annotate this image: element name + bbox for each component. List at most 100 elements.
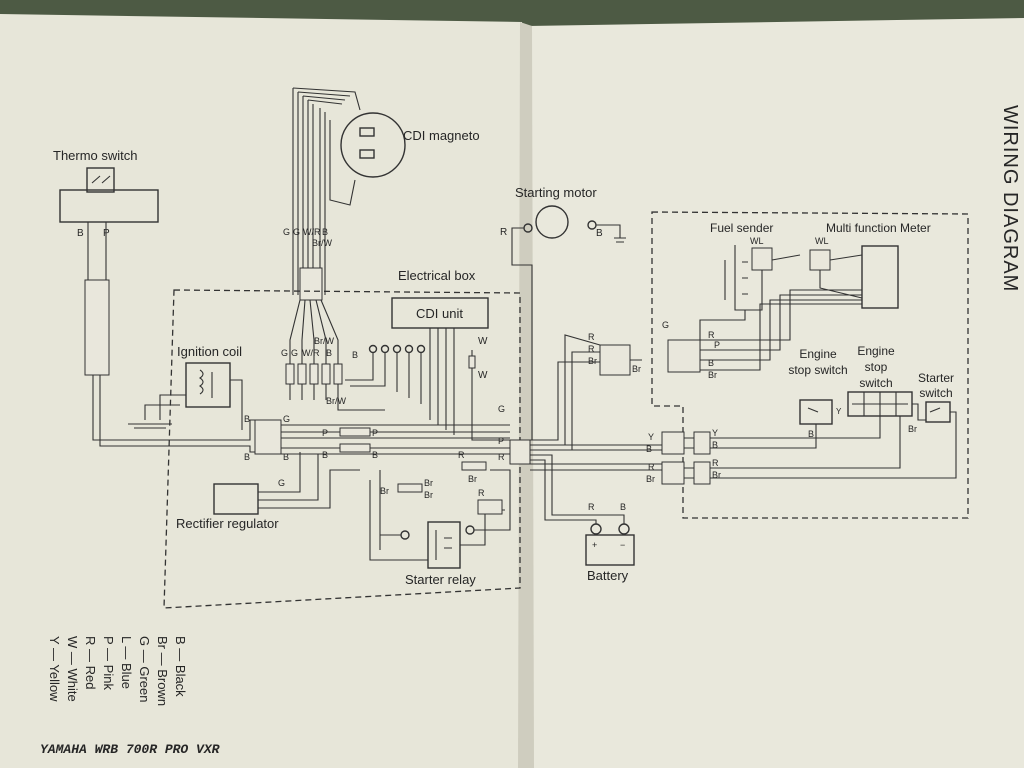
- battery: + − Battery R B: [530, 454, 635, 583]
- wire-label-b-cdi: B: [352, 350, 358, 360]
- wire-label-r-cc1: R: [588, 332, 595, 342]
- wire-label-w-cdi2: W: [478, 370, 488, 381]
- main-connector-block: B B G B P P B B G P R: [175, 404, 531, 465]
- wire-label-y-hb1: Y: [648, 432, 654, 442]
- thermo-switch-label: Thermo switch: [53, 148, 138, 163]
- fuel-sender-label: Fuel sender: [710, 221, 773, 235]
- wire-label-b-cb4: B: [322, 450, 328, 460]
- wire-label-b-ess1: B: [808, 429, 814, 439]
- ignition-coil: Ignition coil: [128, 344, 243, 430]
- wire-label-br-relay1: Br: [380, 486, 389, 496]
- engine-stop-switch-left: Engine stop switch B: [788, 347, 847, 439]
- wire-label-b-thermo: B: [77, 228, 84, 239]
- wire-label-r-battery: R: [588, 502, 595, 512]
- wire-label-y-hb2: Y: [712, 428, 718, 438]
- cdi-magneto-label: CDI magneto: [403, 128, 480, 143]
- starter-switch: Starter switch Br: [908, 371, 954, 434]
- wire-label-br-cc: Br: [588, 356, 597, 366]
- wire-label-g-meter: G: [662, 320, 669, 330]
- color-legend: B — Black Br — Brown G — Green L — Blue …: [47, 636, 188, 706]
- starting-motor-label: Starting motor: [515, 185, 597, 200]
- legend-item-green: G — Green: [137, 636, 152, 702]
- wire-label-r-meter: R: [708, 330, 715, 340]
- multi-function-meter-label: Multi function Meter: [826, 221, 931, 235]
- vertical-page-title: WIRING DIAGRAM: [999, 105, 1021, 292]
- wire-label-g-right: G: [498, 404, 505, 414]
- cdi-unit: CDI unit W W B: [345, 297, 510, 441]
- ignition-coil-label: Ignition coil: [177, 344, 242, 359]
- wire-label-br-ss: Br: [908, 424, 917, 434]
- wire-label-b-meter: B: [708, 358, 714, 368]
- battery-label: Battery: [587, 568, 629, 583]
- electrical-box: Electrical box: [163, 268, 521, 609]
- wire-label-b-cb2: B: [244, 452, 250, 462]
- left-page: [0, 14, 524, 768]
- wire-label-g-mag2: G: [293, 227, 300, 237]
- wire-label-g-cb: G: [283, 414, 290, 424]
- wire-label-y-ess2: Y: [836, 407, 842, 416]
- wire-label-r-motor: R: [500, 227, 507, 238]
- wire-label-r-relay: R: [458, 450, 465, 460]
- center-connector: R R Br Br: [530, 332, 642, 451]
- cdi-unit-label: CDI unit: [416, 306, 463, 321]
- wire-label-br-relay4: Br: [468, 474, 477, 484]
- wire-label-b-battery: B: [620, 502, 626, 512]
- footer-model-name: YAMAHA WRB 700R PRO VXR: [40, 742, 220, 757]
- wire-label-wr-mag: W/R: [303, 227, 321, 237]
- wire-label-b-hb2: B: [712, 440, 718, 450]
- wire-label-r-right: R: [498, 452, 505, 462]
- wire-label-b-cb5: B: [372, 450, 378, 460]
- thermo-switch: Thermo switch B P: [53, 148, 175, 447]
- wire-label-g-rect: G: [278, 478, 285, 488]
- battery-minus-symbol: −: [620, 540, 625, 550]
- wire-label-b-cb3: B: [283, 452, 289, 462]
- wire-label-b-motor: B: [596, 228, 603, 239]
- cdi-magneto: CDI magneto G G W/R B Br/W: [283, 87, 480, 301]
- wire-label-g-box2: G: [291, 348, 298, 358]
- wire-label-p-cb2: P: [372, 428, 378, 438]
- wire-label-brw-mag: Br/W: [312, 238, 333, 248]
- wire-label-brw-box2: Br/W: [326, 396, 347, 406]
- wire-label-br-hb1: Br: [646, 474, 655, 484]
- wire-label-p-cb1: P: [322, 428, 328, 438]
- legend-item-pink: P — Pink: [101, 636, 116, 690]
- legend-item-black: B — Black: [173, 636, 188, 697]
- wire-label-br-relay2: Br: [424, 478, 433, 488]
- handlebar-area: [651, 211, 969, 519]
- wire-label-br-meter: Br: [708, 370, 717, 380]
- multi-function-meter: Multi function Meter WL G R P B Br: [662, 221, 931, 380]
- wire-label-br-hb2: Br: [712, 470, 721, 480]
- starter-relay: Starter relay Br Br Br R R Br: [369, 450, 511, 587]
- legend-item-red: R — Red: [83, 636, 98, 689]
- wire-label-br-cc2: Br: [632, 364, 641, 374]
- wire-label-r-hb1: R: [648, 462, 655, 472]
- wire-label-r-hb2: R: [712, 458, 719, 468]
- starter-relay-label: Starter relay: [405, 572, 476, 587]
- wire-label-p-right: P: [498, 436, 504, 446]
- legend-item-white: W — White: [65, 636, 80, 702]
- wire-label-r-relay2: R: [478, 488, 485, 498]
- rectifier-regulator-label: Rectifier regulator: [176, 516, 279, 531]
- wire-label-g-mag1: G: [283, 227, 290, 237]
- wire-label-wr-box: W/R: [302, 348, 320, 358]
- right-page: [528, 18, 1024, 768]
- legend-item-yellow: Y — Yellow: [47, 636, 62, 702]
- magneto-harness: G G W/R B Br/W Br/W: [281, 299, 385, 411]
- wire-label-r-cc2: R: [588, 344, 595, 354]
- wire-label-b-box: B: [326, 348, 332, 358]
- wire-label-br-relay3: Br: [424, 490, 433, 500]
- electrical-box-label: Electrical box: [398, 268, 476, 283]
- handlebar-wiring: Y B R Br Y B R Br: [530, 403, 957, 485]
- battery-plus-symbol: +: [592, 540, 597, 550]
- legend-item-brown: Br — Brown: [155, 636, 170, 706]
- wire-label-g-box1: G: [281, 348, 288, 358]
- engine-stop-switch-center: Engine stop switch Y: [836, 344, 913, 417]
- wire-label-b-cb1: B: [244, 414, 250, 424]
- wire-label-b-hb1: B: [646, 444, 652, 454]
- starter-switch-label: Starter switch: [917, 371, 954, 400]
- starting-motor: Starting motor R B: [500, 185, 626, 440]
- wire-label-w-cdi1: W: [478, 336, 488, 347]
- wire-label-brw-box: Br/W: [314, 336, 335, 346]
- legend-item-blue: L — Blue: [119, 636, 134, 689]
